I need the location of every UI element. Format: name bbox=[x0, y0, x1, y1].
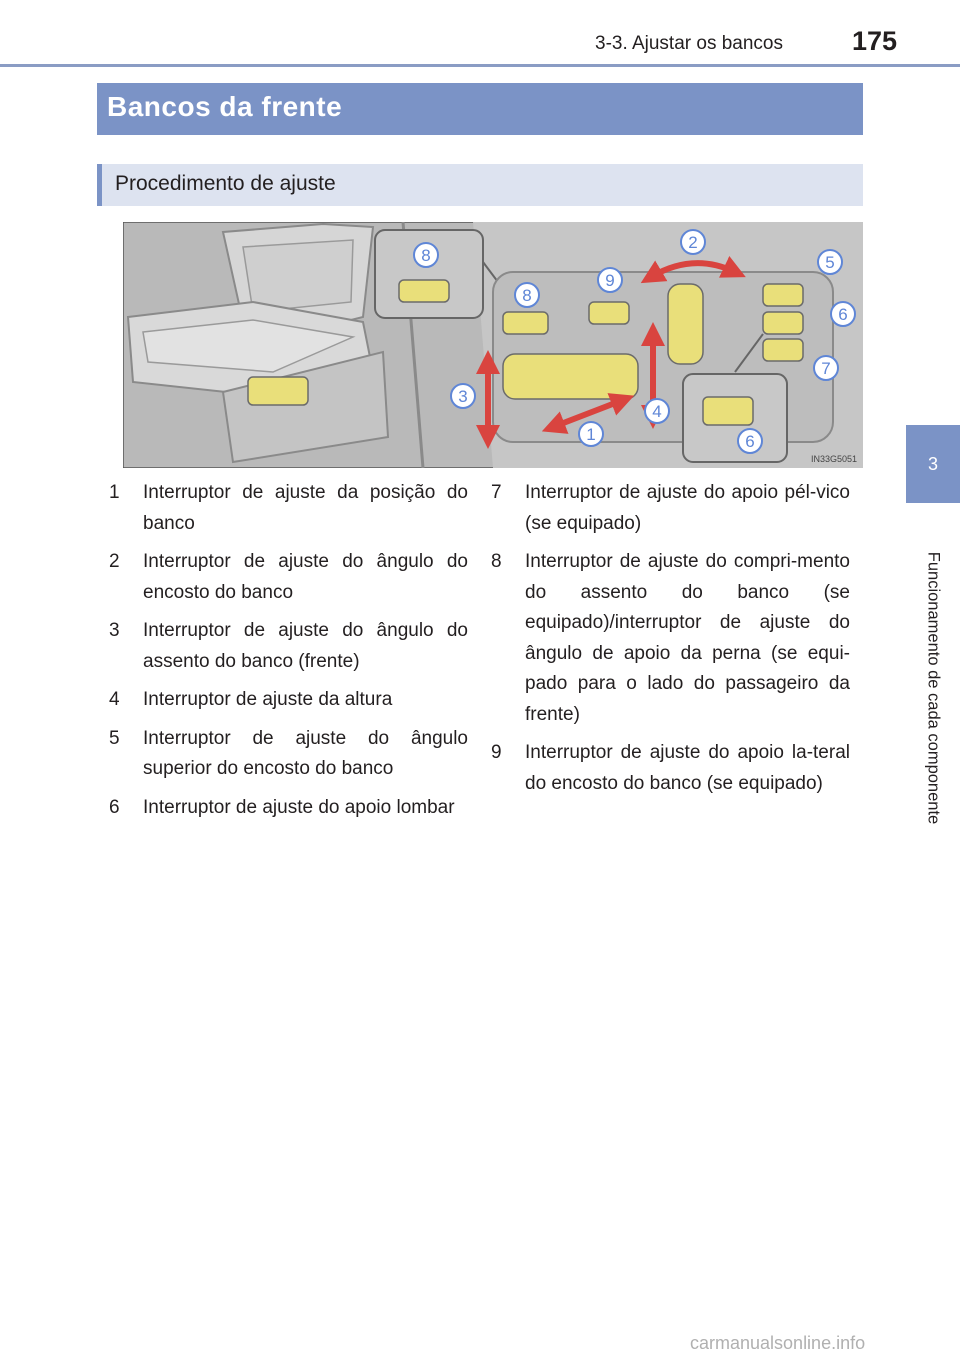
item-text: Interruptor de ajuste do ângulo do assen… bbox=[143, 620, 468, 672]
item-number: 6 bbox=[109, 796, 120, 818]
item-text: Interruptor de ajuste do apoio la-teral … bbox=[525, 742, 850, 794]
svg-text:6: 6 bbox=[745, 432, 754, 451]
item-text: Interruptor de ajuste do ângulo superior… bbox=[143, 727, 468, 780]
header-rule bbox=[0, 64, 960, 67]
subsection-title: Procedimento de ajuste bbox=[115, 172, 336, 195]
callout-2: 2 bbox=[680, 229, 706, 255]
svg-text:3: 3 bbox=[458, 387, 467, 406]
list-item: 5 Interruptor de ajuste do ângulo superi… bbox=[106, 724, 468, 785]
svg-text:2: 2 bbox=[688, 233, 697, 252]
seat-illustration: 8 2 5 8 9 6 7 3 4 1 6 IN33G5051 bbox=[122, 221, 864, 469]
section-title: Bancos da frente bbox=[107, 91, 343, 122]
inset-length-switch bbox=[374, 229, 514, 319]
item-text: Interruptor de ajuste do ângulo do encos… bbox=[143, 551, 468, 603]
item-number: 1 bbox=[109, 482, 120, 503]
callout-6a: 6 bbox=[830, 301, 856, 327]
list-item: 4 Interruptor de ajuste da altura bbox=[106, 685, 468, 716]
callouts: 8 2 5 8 9 6 7 3 4 1 6 bbox=[413, 229, 856, 454]
list-item: 3 Interruptor de ajuste do ângulo do ass… bbox=[106, 616, 468, 677]
svg-text:4: 4 bbox=[652, 402, 661, 421]
subsection-bar: Procedimento de ajuste bbox=[97, 164, 863, 206]
item-text: Interruptor de ajuste do apoio pél-vico … bbox=[525, 482, 850, 534]
running-header-section: 3-3. Ajustar os bancos bbox=[595, 33, 783, 54]
callout-8b: 8 bbox=[514, 282, 540, 308]
page-number: 175 bbox=[852, 26, 898, 56]
callout-5: 5 bbox=[817, 249, 843, 275]
callout-8a: 8 bbox=[413, 242, 439, 268]
svg-text:8: 8 bbox=[421, 246, 430, 265]
list-item: 6 Interruptor de ajuste do apoio lombar bbox=[106, 793, 468, 824]
svg-text:8: 8 bbox=[522, 286, 531, 305]
item-number: 5 bbox=[109, 727, 120, 749]
chapter-number: 3 bbox=[927, 453, 938, 474]
svg-text:5: 5 bbox=[825, 253, 834, 272]
svg-text:1: 1 bbox=[586, 425, 595, 444]
seat-drawing bbox=[126, 222, 390, 464]
list-item: 8 Interruptor de ajuste do compri-mento … bbox=[488, 547, 850, 730]
item-text: Interruptor de ajuste da posição do banc… bbox=[143, 482, 468, 534]
item-text: Interruptor de ajuste do apoio lombar bbox=[143, 796, 455, 818]
list-item: 9 Interruptor de ajuste do apoio la-tera… bbox=[488, 738, 850, 799]
item-number: 9 bbox=[491, 742, 502, 763]
svg-text:7: 7 bbox=[821, 359, 830, 378]
list-item: 1 Interruptor de ajuste da posição do ba… bbox=[106, 478, 468, 539]
callout-9: 9 bbox=[597, 267, 623, 293]
item-text: Interruptor de ajuste do compri-mento do… bbox=[525, 551, 850, 725]
callout-1: 1 bbox=[578, 421, 604, 447]
legend-list-right: 7 Interruptor de ajuste do apoio pél-vic… bbox=[488, 478, 850, 807]
callout-4: 4 bbox=[644, 398, 670, 424]
item-number: 3 bbox=[109, 620, 120, 641]
callout-3: 3 bbox=[450, 383, 476, 409]
image-code: IN33G5051 bbox=[811, 454, 857, 464]
item-number: 4 bbox=[109, 689, 120, 710]
item-number: 8 bbox=[491, 551, 502, 572]
chapter-title-vertical: Funcionamento de cada componente bbox=[924, 551, 943, 825]
legend-list-left: 1 Interruptor de ajuste da posição do ba… bbox=[106, 478, 468, 831]
item-number: 2 bbox=[109, 551, 120, 572]
footer-watermark[interactable]: carmanualsonline.info bbox=[690, 1333, 866, 1353]
callout-6b: 6 bbox=[737, 428, 763, 454]
chapter-tab: 3 bbox=[906, 425, 960, 503]
list-item: 7 Interruptor de ajuste do apoio pél-vic… bbox=[488, 478, 850, 539]
svg-text:6: 6 bbox=[838, 305, 847, 324]
callout-7: 7 bbox=[813, 355, 839, 381]
svg-text:9: 9 bbox=[605, 271, 614, 290]
list-item: 2 Interruptor de ajuste do ângulo do enc… bbox=[106, 547, 468, 608]
item-text: Interruptor de ajuste da altura bbox=[143, 689, 393, 710]
item-number: 7 bbox=[491, 482, 502, 503]
section-title-bar: Bancos da frente bbox=[97, 83, 863, 135]
